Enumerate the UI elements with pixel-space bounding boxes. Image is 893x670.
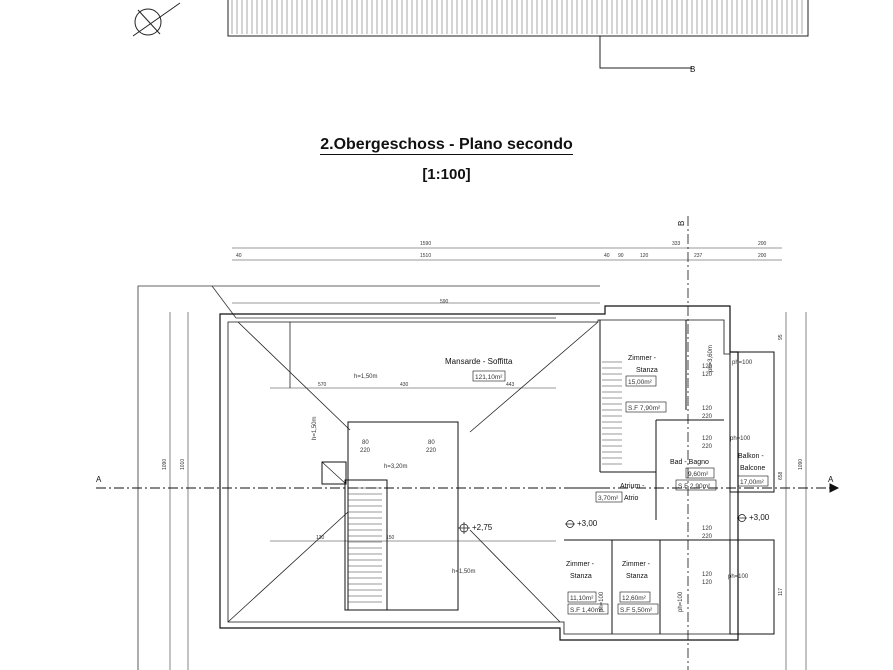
roof-outline [137, 285, 600, 670]
section-marker-b-upper: B [690, 65, 695, 74]
elevation-step-line [599, 36, 692, 69]
dim-top-2: 333 [672, 241, 681, 247]
room-mansarde-name: Mansarde - Soffitta [445, 357, 513, 366]
plan-title-text: 2.Obergeschoss - Plano secondo [320, 136, 573, 155]
ph-label-5: ph=3,60m [708, 345, 714, 372]
level-main: +2,75 [472, 523, 493, 532]
dim-left-1: 1090 [162, 459, 168, 470]
room-zimmer-top-area: 15,00m² [628, 379, 653, 386]
window-7-height: 120 [702, 580, 713, 586]
window-1-width: 80 [362, 440, 369, 446]
dim-inner-3: 443 [506, 382, 515, 388]
section-line-a [96, 483, 840, 493]
room-mansarde-height-top: h=1,50m [354, 374, 378, 380]
room-atrium-name1: Atrium - [620, 483, 645, 490]
dim-right-1: 1090 [798, 459, 804, 470]
dim-top-3: 200 [758, 241, 767, 247]
section-marker-b-top: B [677, 221, 686, 226]
room-zimmer-bm-area: 12,60m² [622, 595, 647, 602]
stair-treads-right [602, 361, 622, 465]
room-balkon-name2: Balcone [740, 465, 765, 472]
room-zimmer-bm-sf: S.F 5,50m² [620, 607, 653, 614]
level-atrium: +3,00 [577, 519, 598, 528]
dim-top-7: 200 [758, 253, 767, 259]
room-mansarde-area: 121,10m² [475, 374, 503, 381]
window-4-width: 120 [702, 406, 713, 412]
section-marker-a-right: A [828, 475, 834, 484]
room-mansarde-height-bottom: h=1,50m [452, 569, 476, 575]
level-marker-atrium-icon [565, 520, 575, 528]
stair-treads [348, 487, 382, 603]
window-5-width: 120 [702, 436, 713, 442]
room-zimmer-bl-name2: Stanza [570, 573, 592, 580]
window-5-height: 220 [702, 444, 713, 450]
window-4-height: 220 [702, 414, 713, 420]
room-zimmer-bm-name1: Zimmer - [622, 561, 651, 568]
room-zimmer-bl-name1: Zimmer - [566, 561, 595, 568]
dim-inner-5: 590 [440, 299, 449, 305]
ph-label-1: ph=100 [730, 436, 751, 442]
level-marker-right-icon [737, 514, 747, 522]
room-atrium-area: 3,70m² [598, 495, 619, 502]
dim-right-4: 95 [778, 334, 784, 340]
dim-right-3: 117 [778, 588, 784, 596]
dim-top-5: 40 [236, 253, 242, 259]
room-balkon-name1: Balkon - [738, 453, 764, 460]
dim-inner-2: 430 [400, 382, 409, 388]
dim-top-9: 90 [618, 253, 624, 259]
upper-elevation [227, 0, 809, 69]
room-zimmer-top-sf: S.F 7,90m² [628, 405, 661, 412]
room-balkon-area: 17,00m² [740, 479, 765, 486]
partitions [564, 320, 775, 635]
ph-label-2: ph=100 [728, 574, 749, 580]
window-3-width: 120 [702, 364, 713, 370]
window-6-height: 220 [702, 534, 713, 540]
room-zimmer-bl-sf: S.F 1,40m² [570, 607, 603, 614]
dim-inner-6: 130 [316, 535, 325, 541]
walls [219, 305, 739, 641]
dim-left-2: 1010 [180, 459, 186, 470]
room-bad-name: Bad - Bagno [670, 459, 709, 466]
room-bad-sf: S.F 2,90m² [678, 483, 711, 490]
section-marker-a-left: A [96, 475, 102, 484]
room-atrium-name2: Atrio [624, 495, 639, 502]
window-3-height: 120 [702, 372, 713, 378]
room-bad-area: 9,60m² [688, 471, 709, 478]
room-zimmer-bl-area: 11,10m² [570, 595, 594, 602]
room-zimmer-bm-name2: Stanza [626, 573, 648, 580]
dim-inner-1: 570 [318, 382, 327, 388]
window-1-height: 220 [360, 448, 371, 454]
roof-ridges [227, 321, 599, 623]
room-zimmer-top-name2: Stanza [636, 367, 658, 374]
room-mansarde-height-mid: h=3,20m [384, 464, 408, 470]
ph-label-4: ph=100 [678, 591, 684, 612]
room-zimmer-top-name1: Zimmer - [628, 355, 657, 362]
elevation-frame [227, 0, 809, 37]
window-2-width: 80 [428, 440, 435, 446]
dim-top-6: 237 [694, 253, 703, 259]
window-7-width: 120 [702, 572, 713, 578]
window-6-width: 120 [702, 526, 713, 532]
ph-label-3: ph=100 [599, 591, 605, 612]
stair-core [344, 421, 459, 611]
level-right: +3,00 [749, 513, 770, 522]
window-2-height: 220 [426, 448, 437, 454]
dim-top-4: 1510 [420, 253, 431, 259]
dim-inner-4: 150 [386, 535, 395, 541]
north-arrow-icon [132, 2, 181, 37]
dimension-lines [169, 247, 807, 670]
dim-right-2: 658 [778, 471, 784, 480]
room-balkon-ph: ph=100 [732, 360, 753, 366]
plan-scale: [1:100] [422, 166, 471, 183]
dim-left-height-label: h=1,50m [312, 416, 318, 440]
chimney [321, 461, 347, 485]
elevation-hatching [231, 0, 803, 34]
dim-top-10: 120 [640, 253, 649, 259]
level-marker-main-icon [458, 522, 470, 534]
plan-title: 2.Obergeschoss - Plano secondo [0, 136, 893, 155]
dim-top-8: 40 [604, 253, 610, 259]
dim-top-1: 1590 [420, 241, 431, 247]
